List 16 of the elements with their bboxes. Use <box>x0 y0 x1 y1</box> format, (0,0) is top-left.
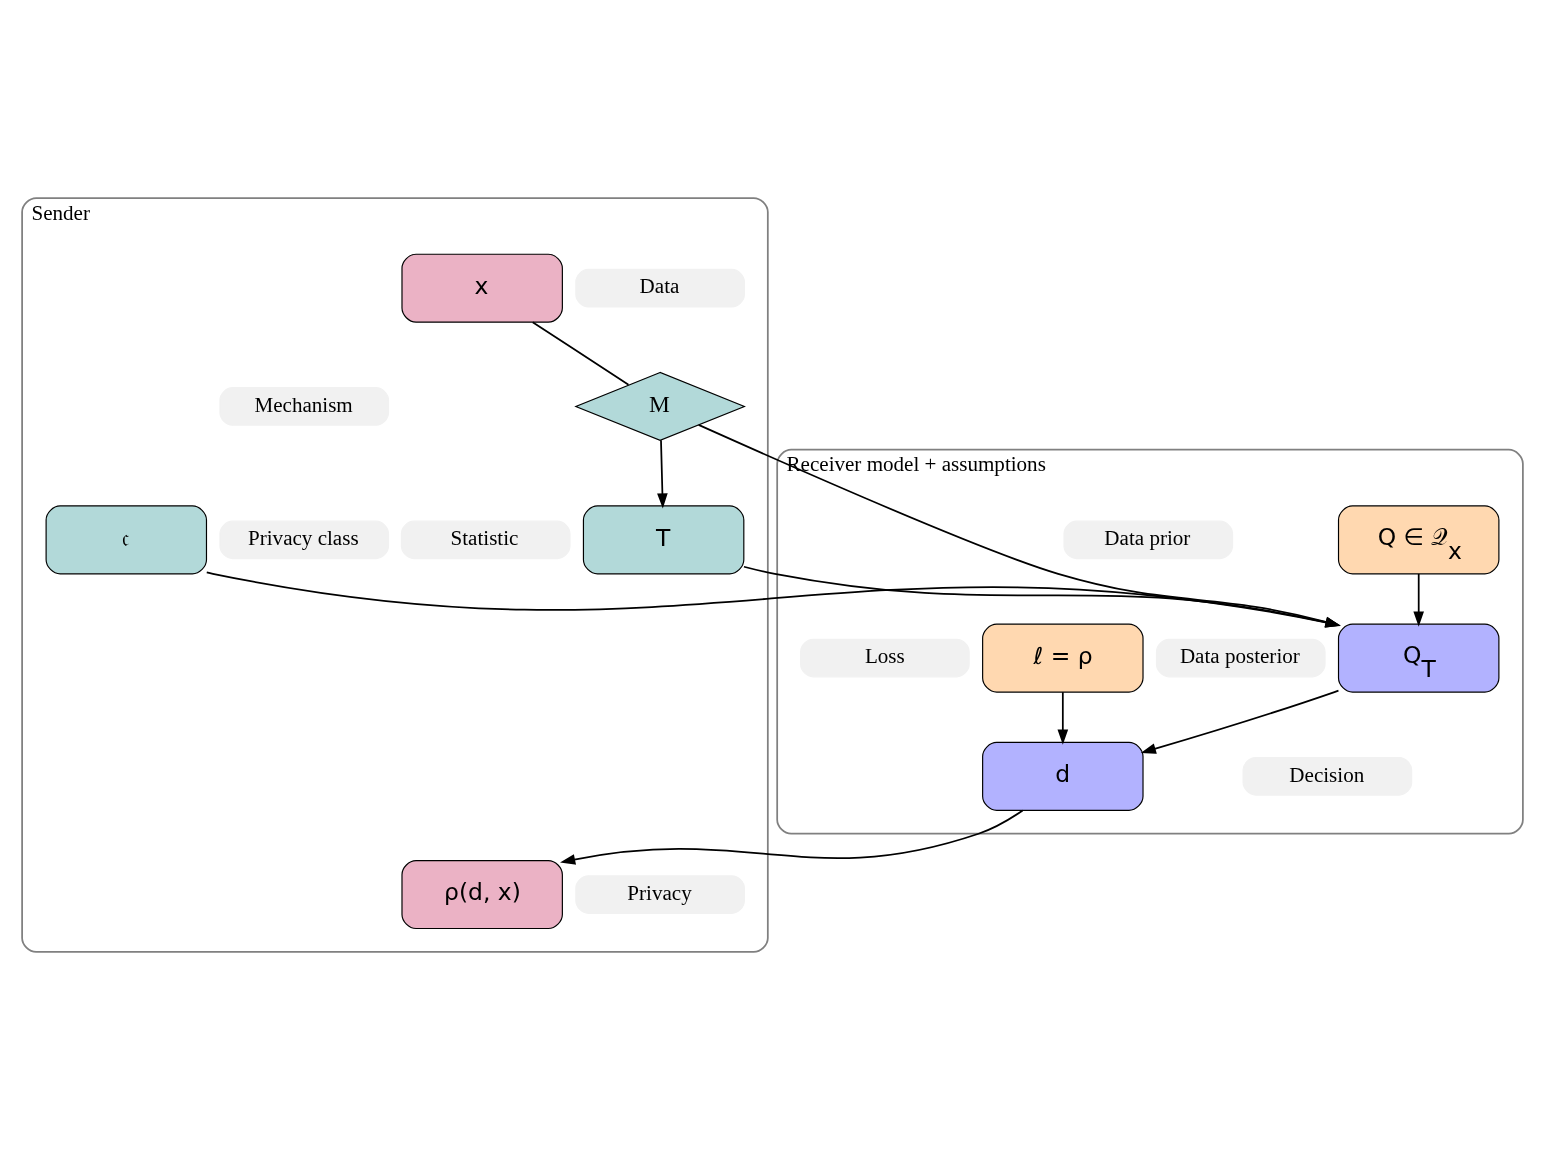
connector <box>531 321 630 386</box>
arrow <box>697 424 1341 628</box>
node-box: x <box>401 253 563 323</box>
arrow <box>1057 691 1069 745</box>
arrow <box>743 565 1341 628</box>
node-diamond: M <box>574 371 746 441</box>
node-box: d <box>982 741 1144 811</box>
node-box: ℓ = ρ <box>982 623 1144 693</box>
arrow <box>205 571 1341 628</box>
node-box: T <box>582 505 745 575</box>
arrow <box>657 439 668 509</box>
node-box: ρ(d, x) <box>401 860 563 930</box>
arrow <box>1140 689 1340 754</box>
arrow <box>560 809 1024 865</box>
node-box: 𝔠 <box>45 505 208 575</box>
arrow <box>1413 573 1425 627</box>
